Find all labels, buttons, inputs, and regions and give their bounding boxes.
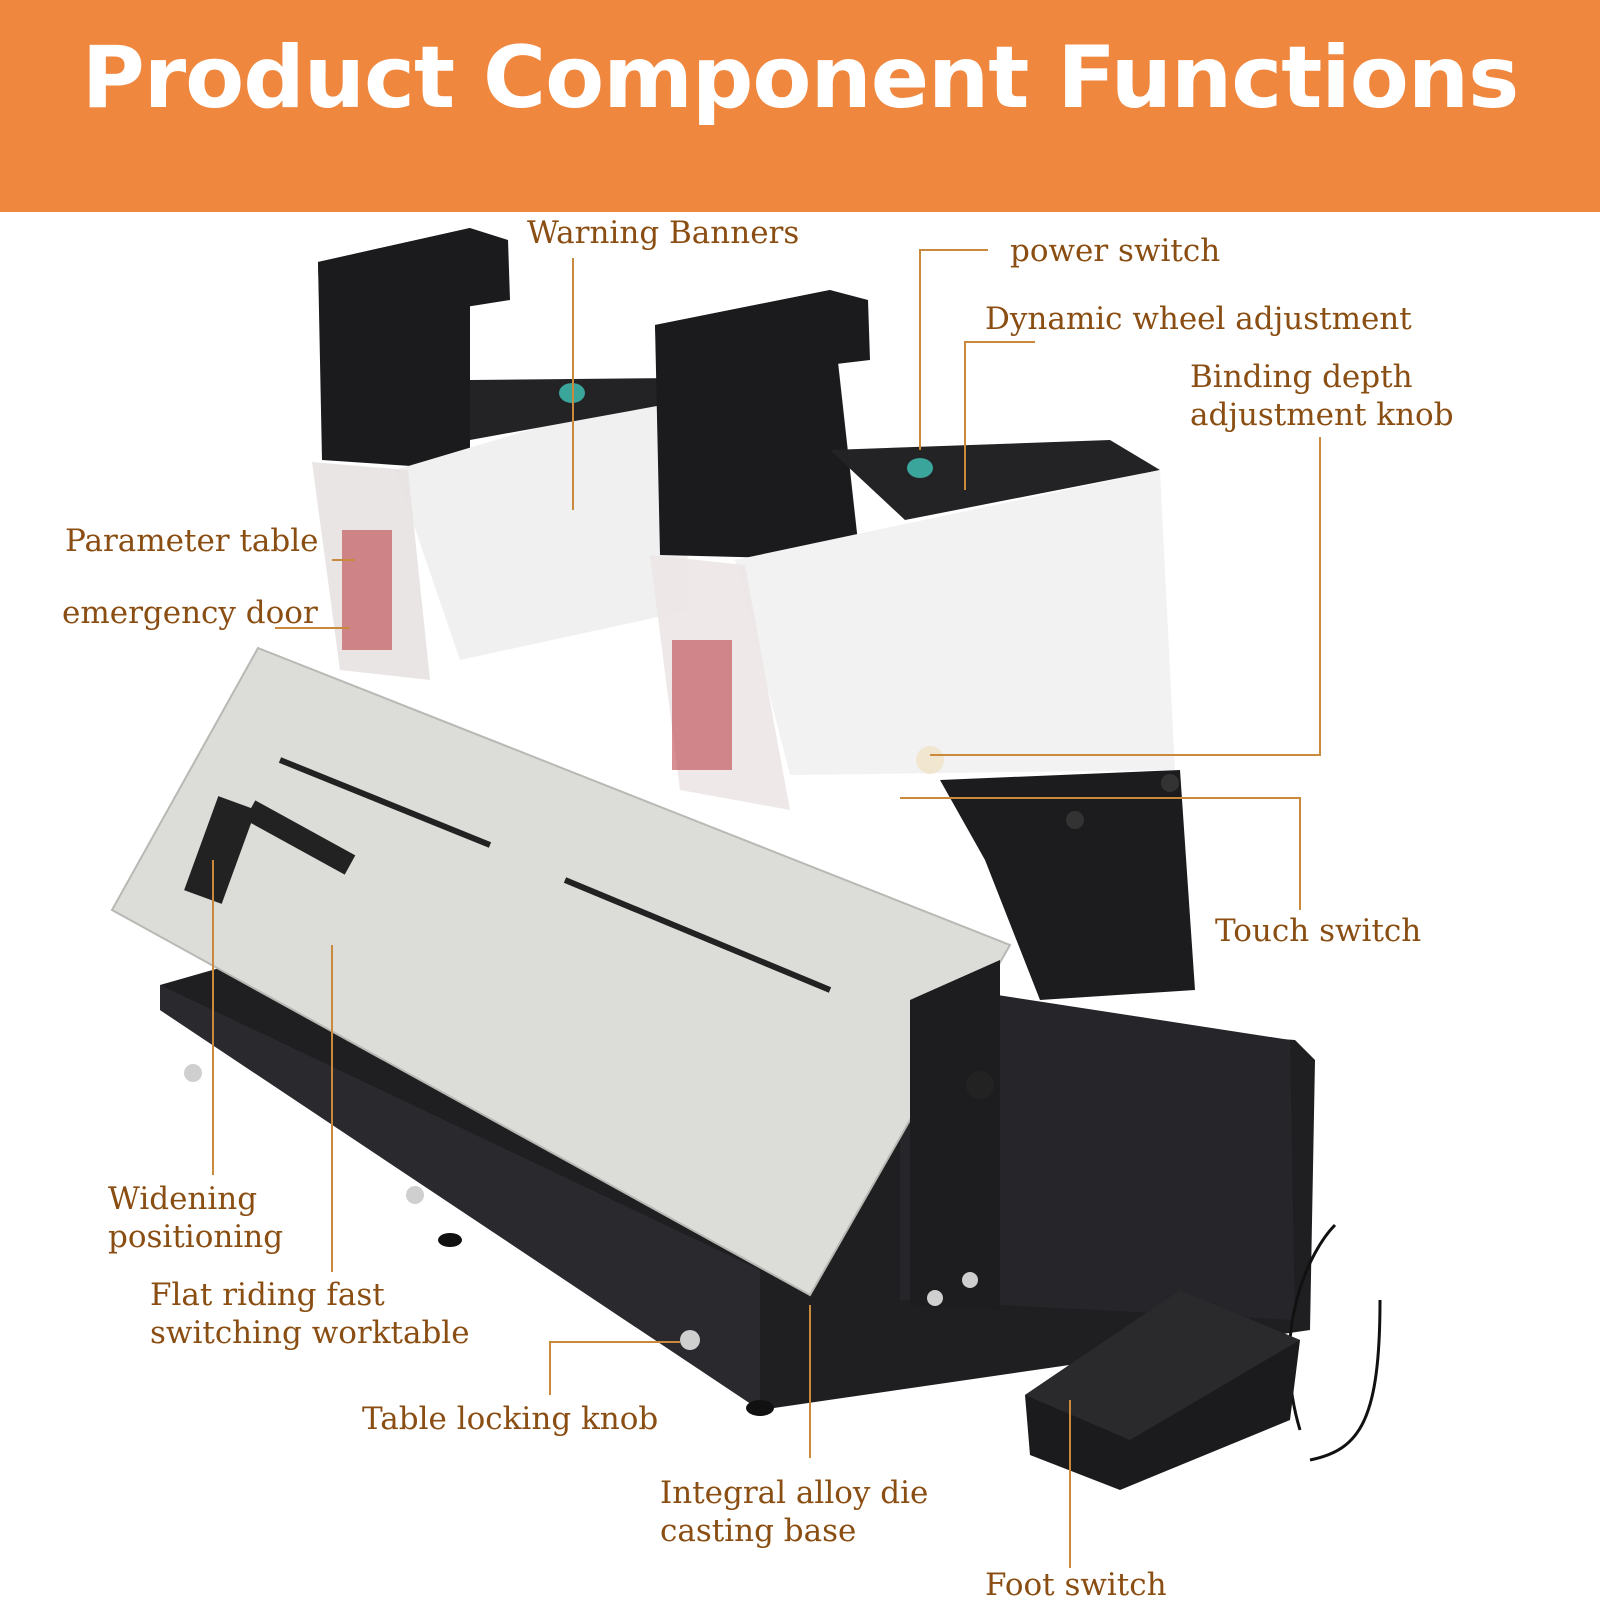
worktable-slot xyxy=(563,877,832,993)
label-integral-base-line1: Integral alloy die xyxy=(660,1475,929,1511)
label-integral-base-line2: casting base xyxy=(660,1513,857,1549)
label-binding-depth-line1: Binding depth xyxy=(1190,359,1413,395)
base-foot xyxy=(438,1233,462,1247)
foot-switch-cable xyxy=(1309,1299,1382,1462)
label-warning-banners: Warning Banners xyxy=(527,215,800,251)
support-screw xyxy=(927,1290,943,1306)
base-foot xyxy=(746,1400,774,1416)
widening-positioning-block xyxy=(184,796,256,904)
label-widening-line1: Widening xyxy=(108,1181,258,1217)
header-banner: Product Component Functions xyxy=(0,0,1600,212)
label-foot-switch: Foot switch xyxy=(985,1567,1167,1603)
foot-switch-pedal xyxy=(1025,1290,1300,1440)
rear-head-body xyxy=(318,228,470,470)
label-table-locking-knob: Table locking knob xyxy=(362,1401,659,1437)
support-screw xyxy=(962,1272,978,1288)
label-binding-depth-line2: adjustment knob xyxy=(1190,397,1454,433)
worktable-slot xyxy=(278,757,492,848)
label-emergency-door: emergency door xyxy=(62,595,318,631)
side-knob xyxy=(184,1064,202,1082)
front-green-knob xyxy=(907,458,933,478)
panel-screw xyxy=(1066,811,1084,829)
base-front-face xyxy=(160,985,760,1410)
label-touch-switch: Touch switch xyxy=(1215,913,1422,949)
front-cartridge-window xyxy=(672,640,732,770)
front-head-body xyxy=(655,290,860,560)
table-locking-knob xyxy=(680,1330,700,1350)
rear-cartridge-window xyxy=(342,530,392,650)
rear-head-arm xyxy=(470,378,690,440)
worktable-slot xyxy=(244,800,356,875)
worktable-plate xyxy=(110,646,1012,1297)
worktable-support xyxy=(910,960,1000,1310)
page-title: Product Component Functions xyxy=(81,28,1520,128)
side-knob xyxy=(406,1186,424,1204)
label-flat-riding-line2: switching worktable xyxy=(150,1315,470,1351)
label-flat-riding-line1: Flat riding fast xyxy=(150,1277,385,1313)
touch-switch-knob xyxy=(916,746,944,774)
rear-head-panel xyxy=(395,385,690,660)
rear-green-knob xyxy=(559,383,585,403)
label-dynamic-wheel-adjustment: Dynamic wheel adjustment xyxy=(985,301,1412,337)
label-widening-line2: positioning xyxy=(108,1219,284,1255)
worktable-adjust-knob xyxy=(966,1071,994,1099)
label-power-switch: power switch xyxy=(1010,233,1221,269)
label-parameter-table: Parameter table xyxy=(65,523,319,559)
panel-screw xyxy=(1161,774,1179,792)
